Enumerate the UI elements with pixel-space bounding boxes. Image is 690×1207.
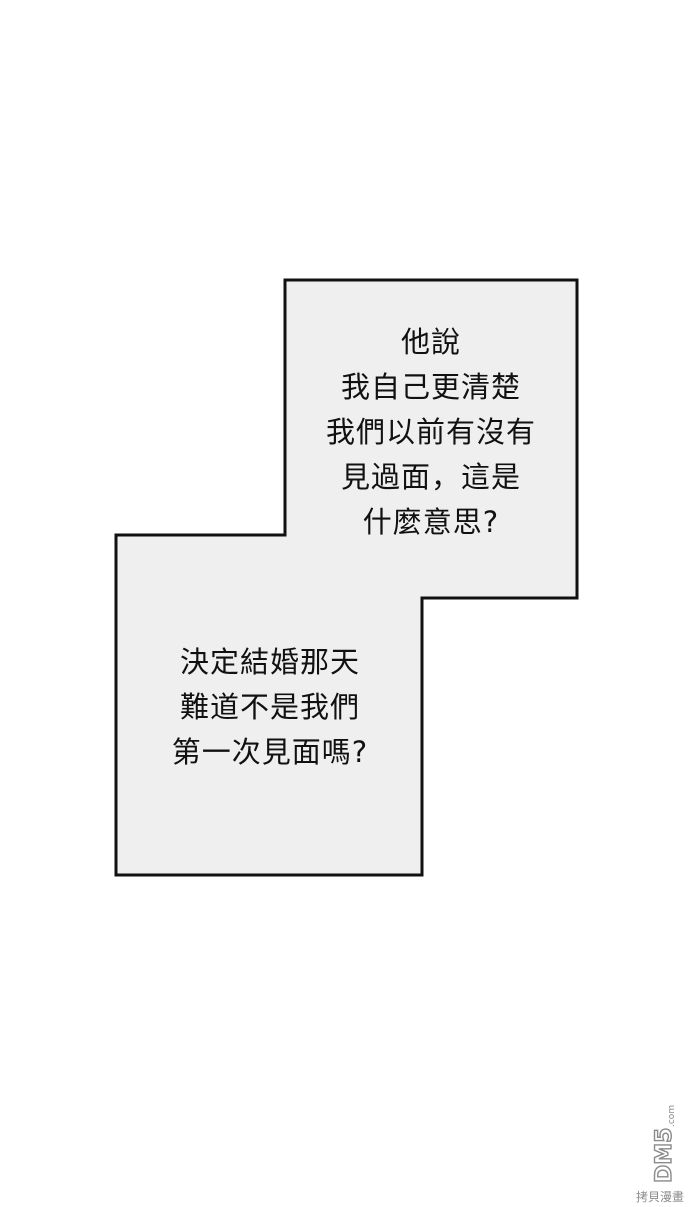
caption-top-line: 什麼意思? <box>362 505 500 539</box>
caption-bottom-line: 難道不是我們 <box>179 690 360 724</box>
caption-bottom-line: 第一次見面嗎? <box>171 735 369 769</box>
caption-top-line: 我自己更清楚 <box>340 370 521 404</box>
caption-top-line: 我們以前有沒有 <box>325 415 536 449</box>
watermark-site-text: 拷貝漫畫 <box>635 1190 684 1204</box>
dm5-logo-icon: DM5 .com <box>652 1105 678 1184</box>
svg-text:.com: .com <box>667 1105 677 1127</box>
caption-top-line: 他說 <box>400 325 461 359</box>
caption-top: 他說 我自己更清楚 我們以前有沒有 見過面，這是 什麼意思? <box>300 320 562 545</box>
caption-bottom: 決定結婚那天 難道不是我們 第一次見面嗎? <box>130 640 410 775</box>
caption-bottom-line: 決定結婚那天 <box>179 645 360 679</box>
svg-text:DM5: DM5 <box>652 1128 677 1183</box>
caption-top-line: 見過面，這是 <box>340 460 521 494</box>
